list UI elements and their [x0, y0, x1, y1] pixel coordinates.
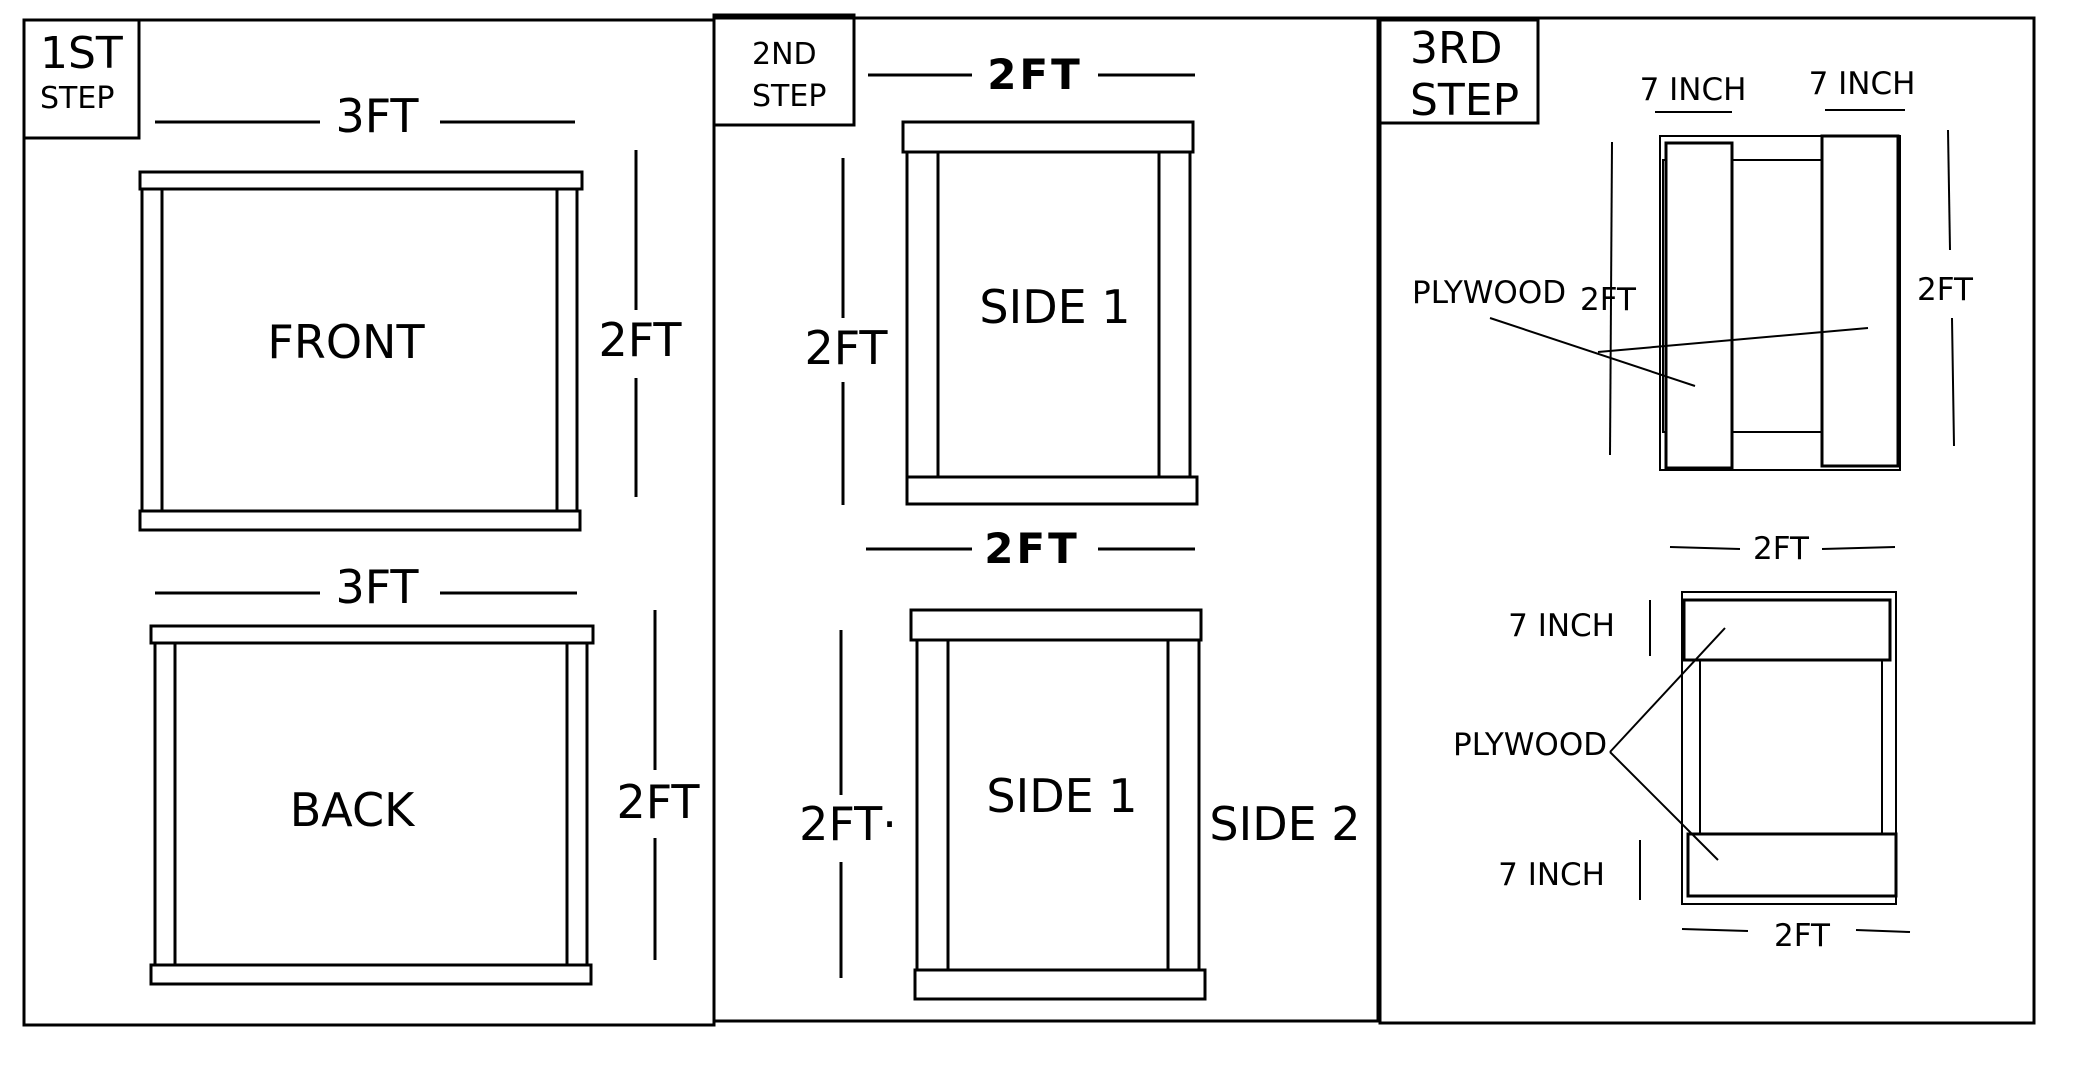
top-view-left-plywood: [1664, 141, 1734, 470]
bottom-plywood-label: PLYWOOD: [1453, 727, 1607, 763]
step-1-badge: [22, 18, 141, 140]
top-right-width-label: 7 INCH: [1809, 66, 1916, 102]
top-right-height-line-bottom: [1951, 317, 1955, 447]
step3-bottom-view: 2FT 7 INCH 7 INCH PLYWOOD 2FT: [1453, 531, 1911, 954]
bottom-bottom-width-line-right: [1855, 929, 1911, 933]
side2-top-rail: [909, 608, 1203, 642]
side2-bottom-rail: [913, 968, 1207, 1001]
back-top-rail: [149, 624, 595, 645]
side1-width-label: 2FT: [987, 50, 1083, 99]
top-left-width-label: 7 INCH: [1640, 72, 1747, 108]
bottom-plywood-leader-up: [1609, 627, 1726, 753]
panel-2-border: [712, 16, 1380, 1023]
top-plywood-leader-right: [1597, 327, 1869, 353]
panel-step-2: 2ND STEP 2FT SIDE 1 2FT 2FT SIDE 1: [712, 13, 1380, 1023]
bottom-bottom-width-line-left: [1681, 928, 1749, 932]
front-right-stile: [555, 187, 579, 513]
side1-left-stile: [905, 150, 940, 479]
bottom-bottom-height-label: 7 INCH: [1498, 857, 1605, 893]
panel-step-1: 1ST STEP 3FT FRONT 2FT 3FT BACK: [22, 18, 716, 1027]
step-2-word: STEP: [752, 79, 826, 114]
top-right-height-label: 2FT: [1917, 272, 1974, 308]
top-plywood-leader-left: [1489, 317, 1696, 387]
step-3-word: STEP: [1410, 75, 1519, 126]
side-2-frame-bottom: 2FT SIDE 1 SIDE 2 2FT·: [799, 524, 1361, 1001]
side1-panel-label: SIDE 1: [979, 280, 1130, 334]
back-left-stile: [153, 641, 177, 967]
step3-top-view: 7 INCH 7 INCH 2FT 2FT PLYWOOD: [1412, 66, 1974, 471]
front-height-label: 2FT: [598, 313, 682, 367]
panel-step-3: 3RD STEP 7 INCH 7 INCH 2FT 2FT PLYWOOD: [1378, 16, 2036, 1025]
back-width-label: 3FT: [335, 560, 419, 614]
back-right-stile: [565, 641, 589, 967]
side2-width-label: 2FT: [984, 524, 1080, 573]
bottom-top-height-label: 7 INCH: [1508, 608, 1615, 644]
side1-bottom-rail: [905, 475, 1199, 506]
panel-3-border: [1378, 16, 2036, 1025]
bottom-view-top-plywood: [1682, 598, 1892, 662]
back-bottom-rail: [149, 963, 593, 986]
step-3-number: 3RD: [1410, 23, 1502, 74]
front-width-label: 3FT: [335, 89, 419, 143]
side1-height-label: 2FT: [804, 321, 888, 375]
back-panel-label: BACK: [290, 783, 416, 837]
top-view-right-plywood: [1820, 134, 1900, 468]
bottom-top-width-line-right: [1821, 546, 1896, 550]
side2-left-stile: [915, 638, 950, 972]
side1-top-rail: [901, 120, 1195, 154]
bottom-bottom-width-label: 2FT: [1774, 918, 1831, 954]
side2-right-stile: [1166, 638, 1201, 972]
step-3-badge: [1378, 18, 1540, 125]
bottom-top-width-label: 2FT: [1753, 531, 1810, 567]
side-1-frame-top: 2FT SIDE 1 2FT: [804, 50, 1199, 506]
side1-right-stile: [1157, 150, 1192, 479]
back-height-label: 2FT: [616, 775, 700, 829]
step-2-number: 2ND: [752, 37, 817, 72]
side2-outer-label: SIDE 2: [1209, 797, 1360, 851]
bottom-view-bottom-plywood: [1686, 832, 1898, 898]
bottom-top-width-line-left: [1669, 546, 1741, 550]
bottom-plywood-leader-down: [1609, 751, 1719, 861]
side2-inner-label: SIDE 1: [986, 769, 1137, 823]
top-left-height-line: [1609, 141, 1613, 456]
front-left-stile: [140, 187, 164, 513]
top-left-height-label: 2FT: [1580, 282, 1637, 318]
top-plywood-label: PLYWOOD: [1412, 275, 1566, 311]
front-panel-label: FRONT: [267, 315, 425, 369]
step-1-word: STEP: [40, 81, 114, 116]
top-right-height-line-top: [1947, 129, 1951, 251]
step-2-badge: [712, 13, 856, 127]
step-1-number: 1ST: [40, 28, 123, 79]
front-frame: 3FT FRONT 2FT: [138, 89, 682, 532]
back-frame: 3FT BACK 2FT: [149, 560, 700, 986]
front-bottom-rail: [138, 509, 582, 532]
front-top-rail: [138, 170, 584, 191]
side2-height-label: 2FT·: [799, 797, 897, 851]
